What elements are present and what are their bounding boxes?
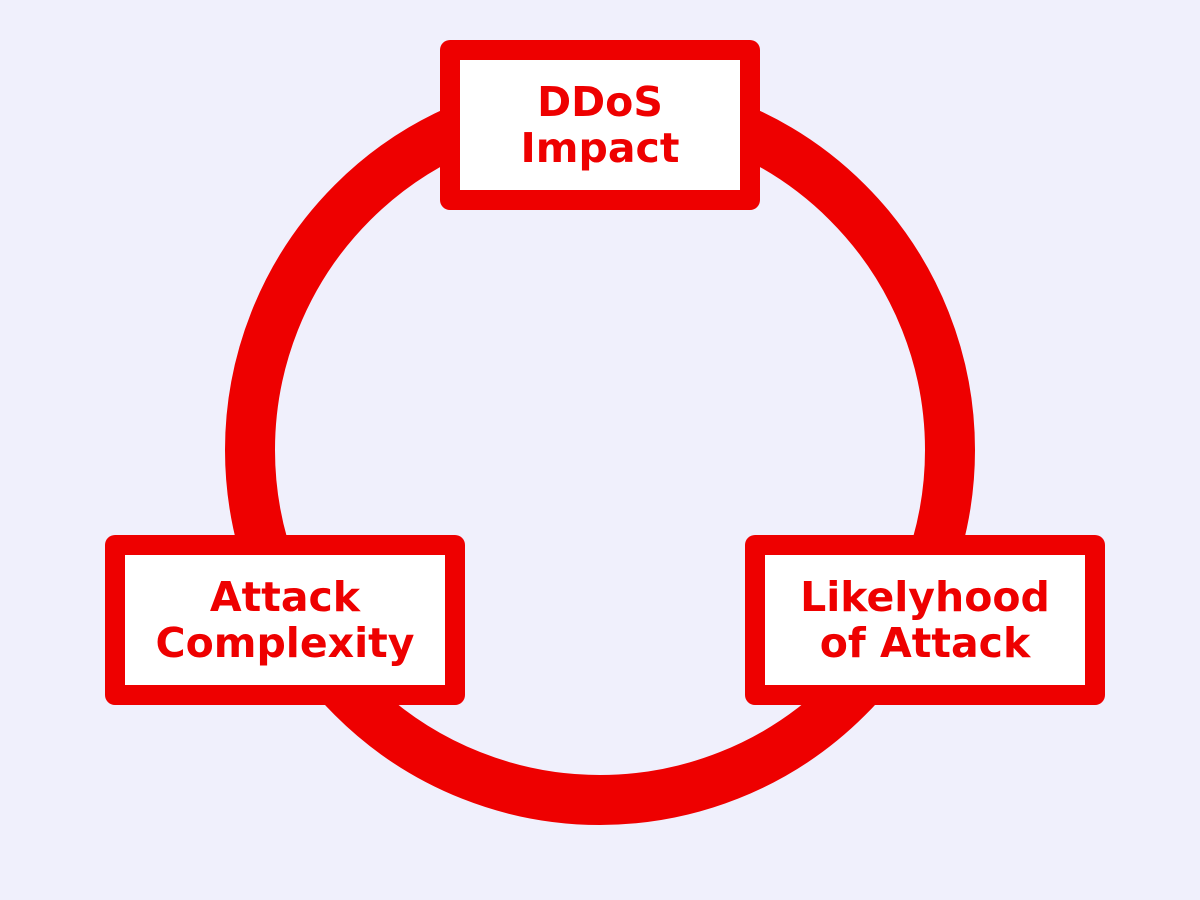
likelyhood-of-attack-box: Likelyhood of Attack [745,535,1105,705]
attack-complexity-box: Attack Complexity [105,535,465,705]
likelyhood-of-attack-label: Likelyhood of Attack [800,573,1050,667]
attack-complexity-label: Attack Complexity [155,573,415,667]
ddos-impact-box: DDoS Impact [440,40,760,210]
ddos-impact-label: DDoS Impact [520,78,680,172]
